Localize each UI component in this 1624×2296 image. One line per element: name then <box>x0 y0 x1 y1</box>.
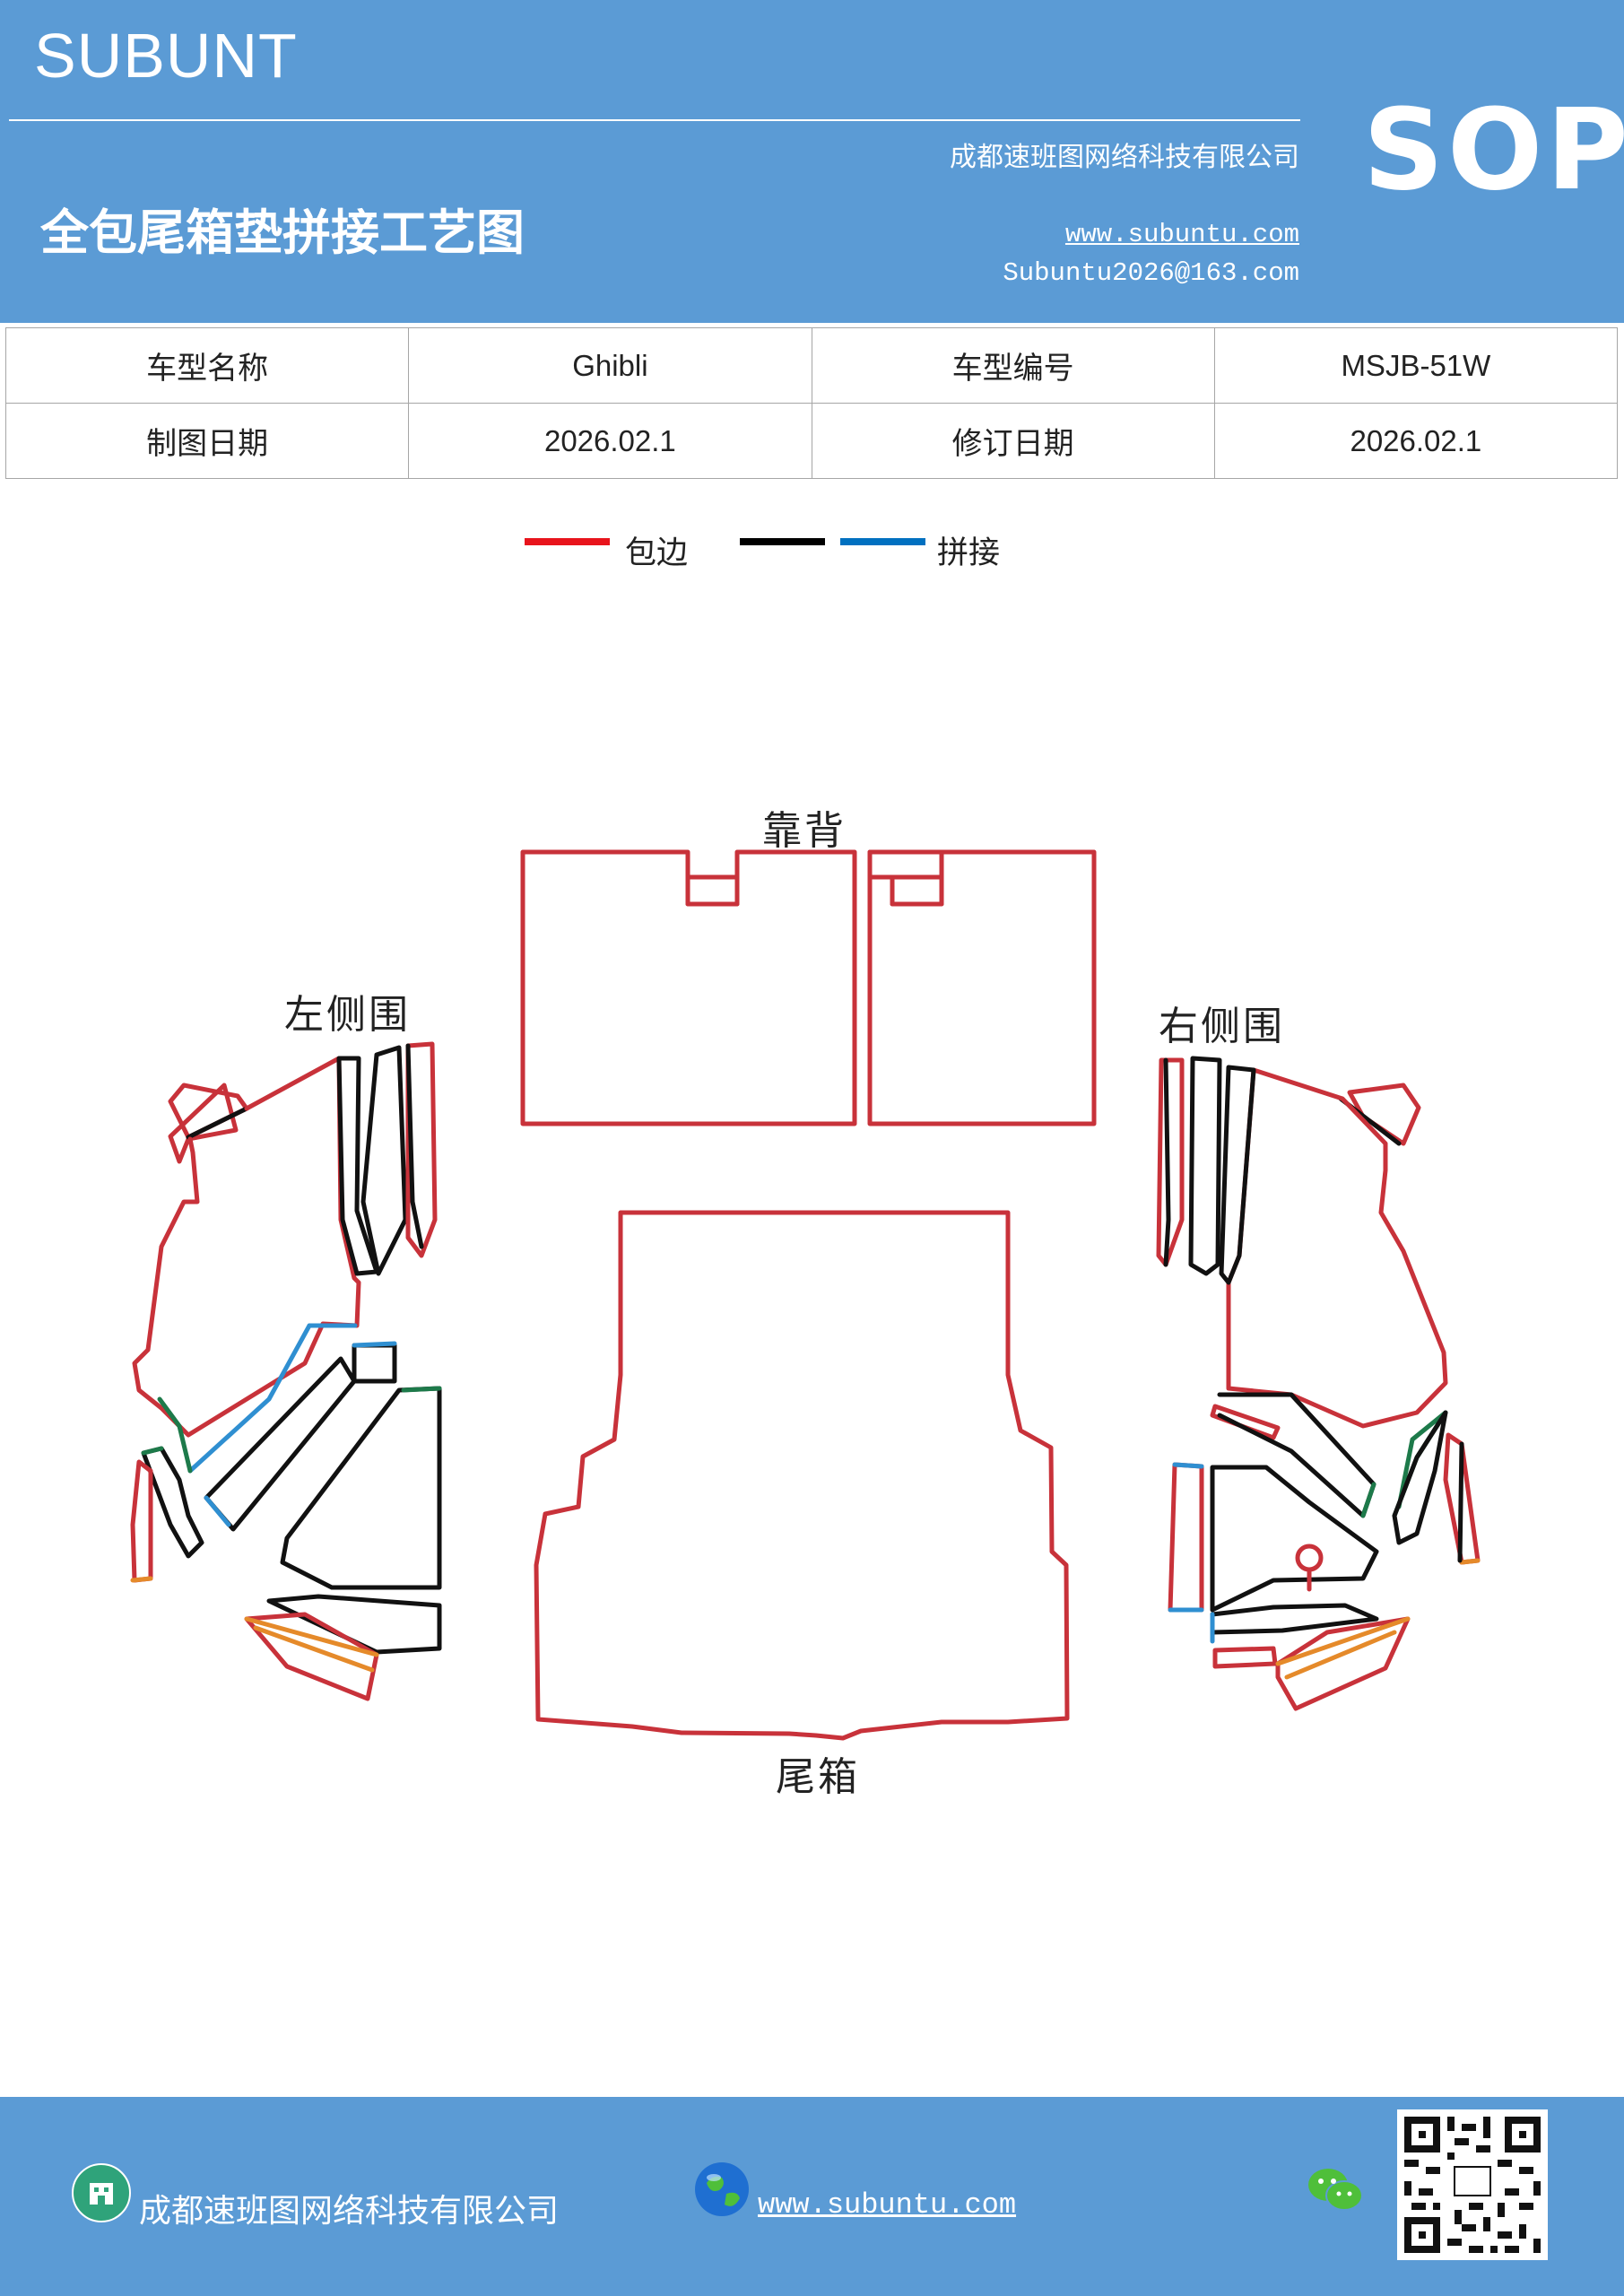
website-link[interactable]: www.subuntu.com <box>1064 220 1299 249</box>
globe-icon <box>695 2162 749 2216</box>
label-left-side: 左侧围 <box>284 992 411 1038</box>
label-right-side: 右侧围 <box>1159 1004 1285 1049</box>
header-divider <box>9 119 1300 121</box>
brand-logo: SUBUNT <box>34 21 298 91</box>
table-row: 制图日期 2026.02.1 修订日期 2026.02.1 <box>4 403 1619 479</box>
wechat-icon <box>1308 2169 1363 2211</box>
footer-banner: 成都速班图网络科技有限公司 www.subuntu.com <box>0 2097 1624 2296</box>
right-side-panels <box>1156 1056 1481 1711</box>
building-icon <box>72 2163 131 2222</box>
backrest-left-panel <box>520 849 857 1126</box>
left-side-panels <box>130 1041 442 1701</box>
sop-badge: SOP <box>1363 85 1624 215</box>
backrest-right-panel <box>867 849 1097 1126</box>
model-code-label: 车型编号 <box>811 327 1215 404</box>
legend-swatch-red <box>525 538 610 545</box>
footer-company-name: 成都速班图网络科技有限公司 <box>139 2193 560 2230</box>
trunk-mat-diagram: 靠背 左侧围 右侧围 尾箱 <box>0 771 1624 1812</box>
model-code-value: MSJB-51W <box>1213 327 1619 404</box>
draw-date-label: 制图日期 <box>4 403 410 479</box>
vehicle-info-table: 车型名称 Ghibli 车型编号 MSJB-51W 制图日期 2026.02.1… <box>4 327 1619 479</box>
document-title: 全包尾箱垫拼接工艺图 <box>40 204 525 261</box>
email-address: Subuntu2026@163.com <box>1003 258 1299 288</box>
trunk-floor-panel <box>534 1210 1070 1741</box>
model-name-label: 车型名称 <box>4 327 410 404</box>
line-legend: 包边 拼接 <box>0 527 1624 572</box>
footer-website-link[interactable]: www.subuntu.com <box>758 2188 1017 2222</box>
legend-label-edge: 包边 <box>625 535 689 571</box>
label-backrest: 靠背 <box>762 808 847 854</box>
revise-date-label: 修订日期 <box>811 403 1215 479</box>
diagram-svg <box>130 849 1481 1741</box>
header-banner: SUBUNT 成都速班图网络科技有限公司 全包尾箱垫拼接工艺图 www.subu… <box>0 0 1624 323</box>
legend-label-join: 拼接 <box>937 535 1001 571</box>
label-trunk: 尾箱 <box>776 1754 860 1800</box>
revise-date-value: 2026.02.1 <box>1213 403 1619 479</box>
legend-swatch-blue <box>840 538 925 545</box>
draw-date-value: 2026.02.1 <box>408 403 812 479</box>
table-row: 车型名称 Ghibli 车型编号 MSJB-51W <box>4 327 1619 404</box>
legend-swatch-black <box>740 538 825 545</box>
model-name-value: Ghibli <box>408 327 812 404</box>
qr-code <box>1397 2109 1548 2260</box>
company-name: 成都速班图网络科技有限公司 <box>950 142 1299 173</box>
